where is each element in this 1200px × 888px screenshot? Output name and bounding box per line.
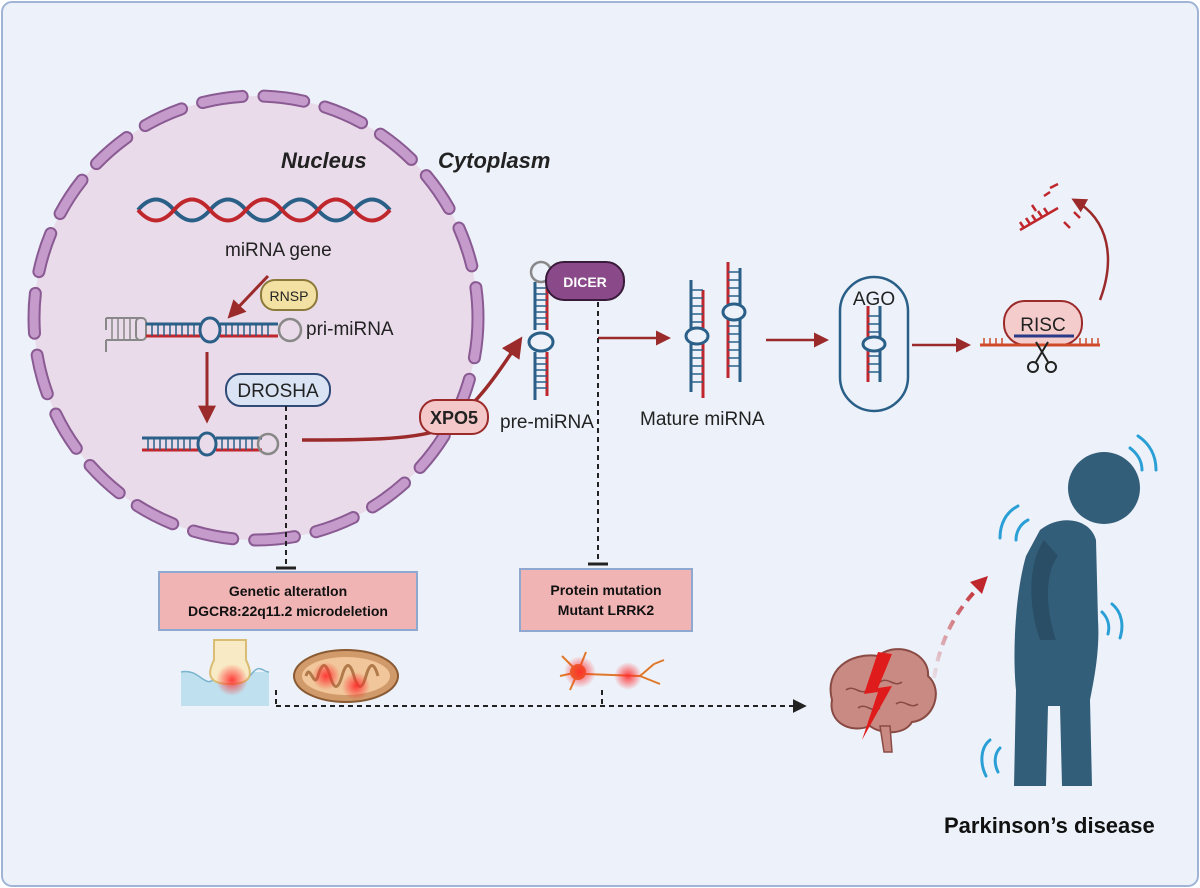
dicer-badge: DICER (545, 261, 625, 301)
xpo5-badge: XPO5 (419, 399, 489, 435)
motion-lines-icon (980, 434, 1158, 778)
arrow-degradation (1071, 198, 1110, 301)
svg-text:RNSP: RNSP (270, 288, 309, 304)
inhibition-drosha (276, 406, 296, 570)
nucleus (27, 89, 485, 547)
degraded-mrna-icon (1018, 182, 1081, 232)
mitochondrion-icon (293, 649, 399, 703)
pri-mirna-hairpin (105, 316, 303, 352)
mature-mirna-label: Mature miRNA (640, 409, 765, 430)
pre-mirna-label: pre-miRNA (500, 412, 594, 433)
svg-text:RISC: RISC (1020, 315, 1065, 336)
rnsp-badge: RNSP (260, 279, 318, 311)
synapse-icon (180, 639, 270, 706)
ago-complex: AGO (838, 275, 910, 413)
mature-mirna-duplex (684, 262, 747, 398)
svg-text:AGO: AGO (853, 289, 895, 310)
lightning-icon (862, 652, 892, 740)
person-icon (1014, 452, 1140, 786)
svg-text:DGCR8:22q11.2 microdeletion: DGCR8:22q11.2 microdeletion (188, 603, 388, 619)
scissors-icon (1027, 341, 1057, 373)
dna-helix-icon (136, 197, 392, 223)
neuron-icon (559, 651, 665, 691)
nucleus-label: Nucleus (281, 148, 367, 173)
risc-complex: RISC (980, 300, 1100, 347)
nuclear-pre-mirna (142, 431, 280, 457)
drosha-badge: DROSHA (225, 373, 331, 407)
arrow-transcription (227, 274, 270, 319)
genetic-alteration-box: Genetic alteratlon DGCR8:22q11.2 microde… (158, 571, 418, 631)
progression-arrow (932, 584, 982, 679)
svg-text:DROSHA: DROSHA (237, 381, 319, 402)
cytoplasm-label: Cytoplasm (438, 148, 550, 173)
svg-text:Genetic alteratlon: Genetic alteratlon (229, 583, 347, 599)
protein-mutation-box: Protein mutation Mutant LRRK2 (519, 568, 693, 632)
inhibition-dicer (588, 302, 608, 566)
svg-text:Protein mutation: Protein mutation (550, 582, 661, 598)
svg-text:Mutant LRRK2: Mutant LRRK2 (558, 602, 655, 618)
convergence-arrow (275, 690, 807, 713)
mirna-gene-label: miRNA gene (225, 240, 332, 261)
pri-mirna-label: pri-miRNA (306, 319, 394, 340)
parkinsons-disease-label: Parkinson’s disease (944, 813, 1155, 838)
svg-text:DICER: DICER (563, 274, 607, 290)
progression-arrowhead (970, 576, 988, 594)
svg-text:XPO5: XPO5 (430, 408, 478, 428)
